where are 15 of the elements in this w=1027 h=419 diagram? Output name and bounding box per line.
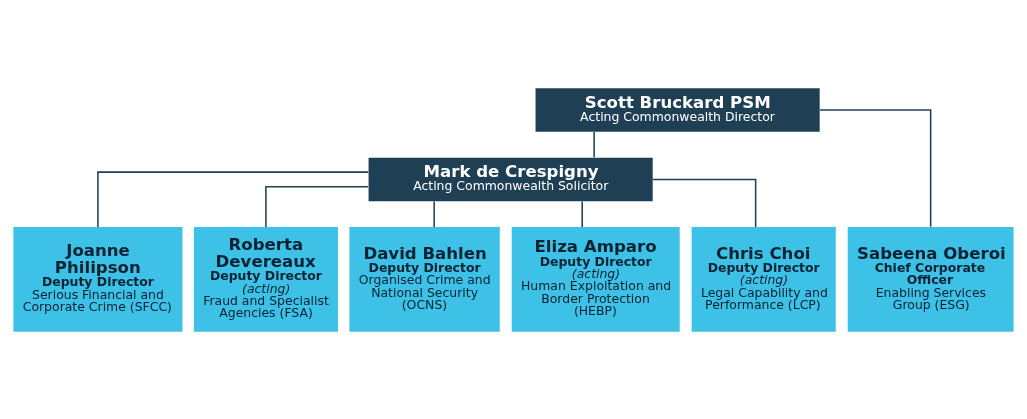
node-box: Mark de Crespigny Acting Commonwealth Solicitor xyxy=(368,157,653,201)
node-box: Sabeena Oberoi Chief Corporate Officer Enabling Services Group (ESG) xyxy=(847,226,1014,332)
connector xyxy=(581,200,583,228)
connector xyxy=(652,178,757,228)
connector xyxy=(593,130,595,158)
node-box: Roberta Devereaux Deputy Director (acting) Fraud and Specialist Agencies (FSA) xyxy=(193,226,338,332)
node-box: Scott Bruckard PSM Acting Commonwealth Director xyxy=(535,87,820,132)
connector xyxy=(97,170,370,228)
node-box: Joanne Philipson Deputy Director Serious Financial and Corporate Crime (SFCC) xyxy=(13,226,183,332)
node-box: Chris Choi Deputy Director (acting) Legal Capability and Performance (LCP) xyxy=(691,226,836,332)
connector xyxy=(433,200,435,228)
node-box: David Bahlen Deputy Director Organised Crime and National Security (OCNS) xyxy=(349,226,500,332)
connector xyxy=(265,185,370,228)
connector xyxy=(819,108,932,228)
node-box: Eliza Amparo Deputy Director (acting) Human Exploitation and Border Protection (HEBP) xyxy=(511,226,680,332)
